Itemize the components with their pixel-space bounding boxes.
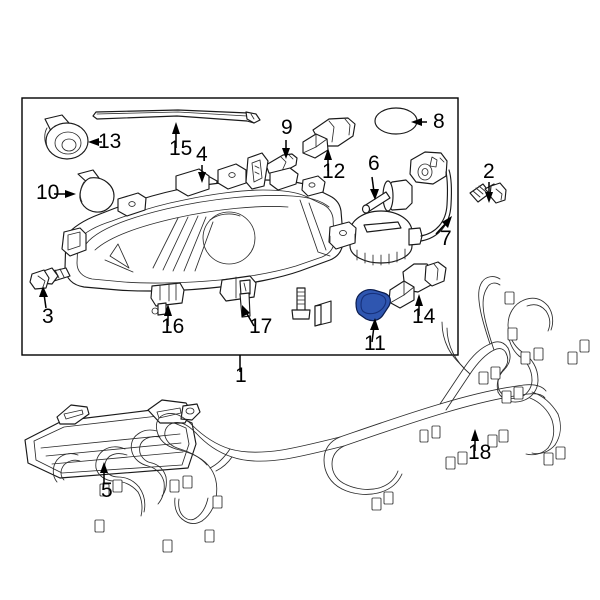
- callout-label-17: 17: [249, 315, 272, 338]
- part-bulb-cap-seal: [374, 107, 418, 135]
- part-lower-clip-left: [150, 282, 185, 316]
- part-bulb-socket-cover-highlighted: [355, 289, 391, 322]
- harness-connectors: [94, 291, 590, 553]
- callout-label-8: 8: [433, 110, 445, 133]
- part-bulb-holder: [388, 261, 447, 309]
- callout-label-16: 16: [161, 315, 184, 338]
- callout-label-3: 3: [42, 305, 54, 328]
- part-hid-bulb: [361, 179, 413, 214]
- callout-label-12: 12: [322, 160, 345, 183]
- part-wire-harness: [52, 276, 590, 553]
- callout-label-9: 9: [281, 116, 293, 139]
- callout-label-10: 10: [36, 181, 59, 204]
- callout-label-6: 6: [368, 152, 380, 175]
- callout-label-15: 15: [169, 137, 192, 160]
- part-clip-unlabeled: [314, 300, 332, 327]
- part-headlamp-housing: [61, 152, 357, 292]
- callout-label-5: 5: [101, 479, 113, 502]
- part-igniter-ballast: [344, 151, 452, 266]
- callout-label-4: 4: [196, 143, 208, 166]
- callout-label-11: 11: [364, 332, 386, 355]
- callout-label-2: 2: [483, 160, 495, 183]
- callout-leaders: [39, 118, 493, 483]
- part-socket-connector: [302, 117, 356, 159]
- callout-labels: 1 2 3 4 5 6 7 8 9 10 11 12 13 14 15 16 1…: [36, 110, 495, 502]
- part-upper-trim-molding: [92, 109, 261, 124]
- part-screw-unlabeled: [291, 287, 311, 320]
- part-bulb-socket: [44, 114, 89, 160]
- callout-label-13: 13: [98, 130, 121, 153]
- part-signal-bulb: [77, 169, 115, 213]
- callout-label-7: 7: [440, 227, 452, 250]
- callout-label-1: 1: [235, 364, 247, 387]
- part-bolt-lower: [29, 267, 71, 290]
- part-bolt-outer: [469, 182, 507, 204]
- callout-label-14: 14: [412, 305, 436, 328]
- callout-label-18: 18: [468, 441, 491, 464]
